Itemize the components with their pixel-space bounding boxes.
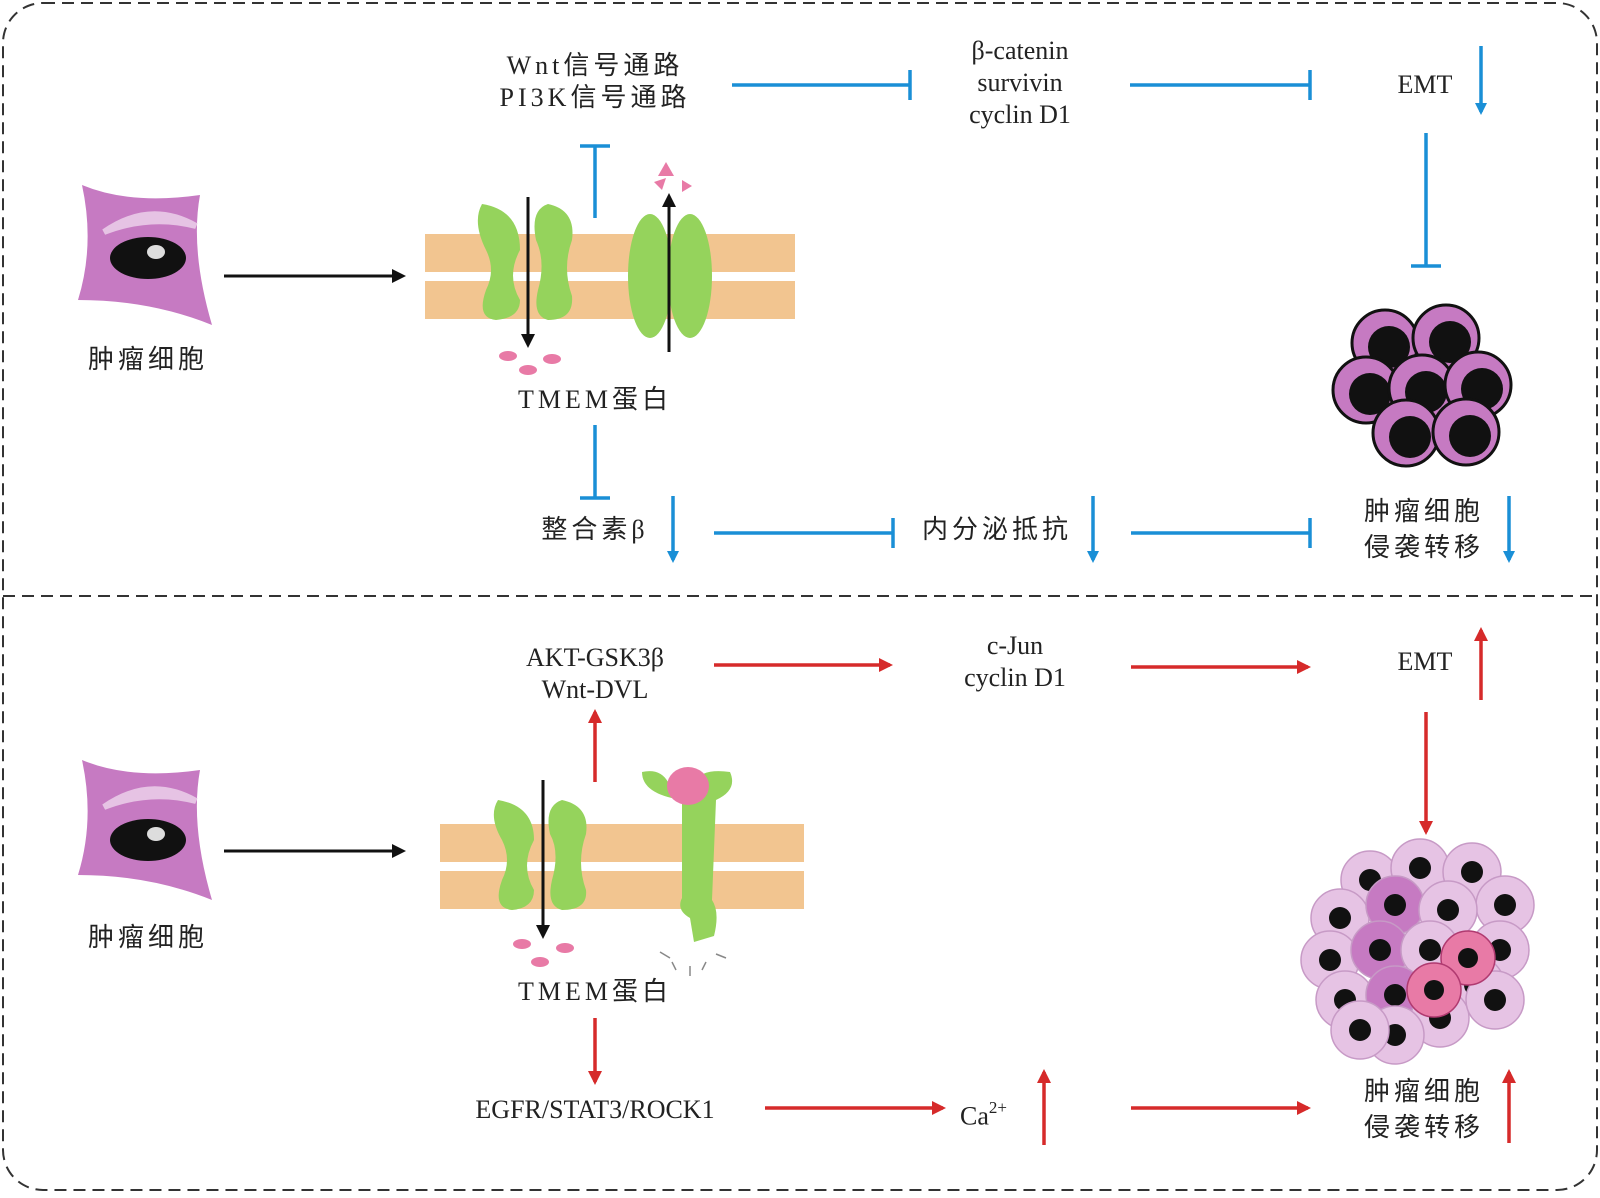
- dispersed-cell-nucleus: [1419, 939, 1441, 961]
- cluster-cell-nucleus: [1429, 321, 1471, 363]
- dispersed-cell-nucleus: [1484, 989, 1506, 1011]
- dispersed-cell-nucleus: [1384, 984, 1406, 1006]
- tumor-cell-icon: [78, 185, 212, 325]
- inhibit-pathways-to-targets: [732, 70, 912, 100]
- inhibit-tmem-to-integrin: [580, 425, 610, 500]
- cluster-cell-nucleus: [1349, 373, 1391, 415]
- migrating-cell-nucleus: [1424, 980, 1444, 1000]
- egfr-stat3-rock1-label: EGFR/STAT3/ROCK1: [475, 1095, 715, 1124]
- target-beta-catenin-label: β-catenin: [971, 36, 1069, 65]
- tumor-cell-cluster-compact: [1331, 303, 1513, 468]
- pathway-wnt-label: Wnt信号通路: [506, 51, 684, 80]
- endocrine-resistance-label: 内分泌抵抗: [921, 515, 1072, 544]
- signal-emission-lines: [659, 951, 727, 976]
- top-emt-label: EMT: [1397, 70, 1453, 99]
- dispersed-cell-nucleus: [1319, 949, 1341, 971]
- calcium-label: Ca2+: [960, 1094, 1030, 1133]
- cell-membrane-bottom: [440, 824, 804, 909]
- target-cyclin-d1-label: cyclin D1: [969, 100, 1071, 129]
- bottom-outcome-line-1: 肿瘤细胞: [1363, 1077, 1484, 1106]
- dispersed-cell-nucleus: [1384, 894, 1406, 916]
- inhibit-emt-to-cluster: [1411, 133, 1441, 268]
- top-outcome-label: 肿瘤细胞 侵袭转移: [1356, 494, 1492, 566]
- dispersed-cell-nucleus: [1461, 861, 1483, 883]
- cluster-cell-nucleus: [1449, 415, 1491, 457]
- bottom-outcome-line-2: 侵袭转移: [1363, 1113, 1484, 1142]
- top-pathway-labels: Wnt信号通路 PI3K信号通路: [485, 50, 705, 114]
- cluster-cell-nucleus: [1389, 416, 1431, 458]
- target-cyclin-d1-bottom-label: cyclin D1: [964, 663, 1066, 692]
- top-tumor-cell-label: 肿瘤细胞: [87, 345, 208, 374]
- top-target-labels: β-catenin survivin cyclin D1: [930, 35, 1110, 131]
- cell-membrane: [425, 234, 795, 319]
- dispersed-cell-nucleus: [1369, 939, 1391, 961]
- integrin-label: 整合素β: [541, 515, 649, 544]
- calcium-superscript: 2+: [988, 1098, 1007, 1117]
- top-outcome-line-1: 肿瘤细胞: [1363, 497, 1484, 526]
- ion-particles-bottom: [513, 939, 574, 967]
- pathway-akt-gsk3b-label: AKT-GSK3β: [526, 643, 664, 672]
- migrating-cell-nucleus: [1458, 948, 1478, 968]
- bottom-tmem-label: TMEM蛋白: [517, 977, 672, 1006]
- tmem-receptor-protein: [642, 767, 733, 942]
- cluster-cell-nucleus: [1368, 326, 1410, 368]
- tumor-cell-cluster-dispersed: [1300, 838, 1535, 1065]
- pathway-wnt-dvl-label: Wnt-DVL: [541, 675, 649, 704]
- dispersed-cell-nucleus: [1494, 894, 1516, 916]
- dispersed-cell-nucleus: [1349, 1019, 1371, 1041]
- bottom-emt-label: EMT: [1397, 647, 1453, 676]
- dispersed-cell-nucleus: [1409, 857, 1431, 879]
- bottom-tumor-cell-label: 肿瘤细胞: [87, 923, 208, 952]
- top-outcome-line-2: 侵袭转移: [1363, 533, 1484, 562]
- pathway-pi3k-label: PI3K信号通路: [499, 83, 691, 112]
- tmem-channel-protein-bottom: [493, 800, 587, 910]
- tumor-cell-icon-bottom: [78, 760, 212, 900]
- dispersed-cell-nucleus: [1329, 907, 1351, 929]
- bottom-pathway-labels: AKT-GSK3β Wnt-DVL: [500, 642, 690, 706]
- inhibit-targets-to-emt: [1130, 70, 1312, 100]
- inhibit-tmem-to-pathways: [580, 144, 610, 218]
- bottom-target-labels: c-Jun cyclin D1: [935, 630, 1095, 694]
- ion-particles: [499, 162, 692, 375]
- dispersed-cell-nucleus: [1437, 899, 1459, 921]
- target-survivin-label: survivin: [977, 68, 1063, 97]
- inhibit-integrin-to-endocrine: [714, 518, 895, 548]
- top-tmem-label: TMEM蛋白: [517, 385, 672, 414]
- bottom-outcome-label: 肿瘤细胞 侵袭转移: [1356, 1074, 1492, 1146]
- tmem-channel-protein: [477, 204, 712, 338]
- target-c-jun-label: c-Jun: [986, 631, 1044, 660]
- inhibit-endocrine-to-outcome: [1131, 518, 1312, 548]
- calcium-base: Ca: [960, 1101, 989, 1131]
